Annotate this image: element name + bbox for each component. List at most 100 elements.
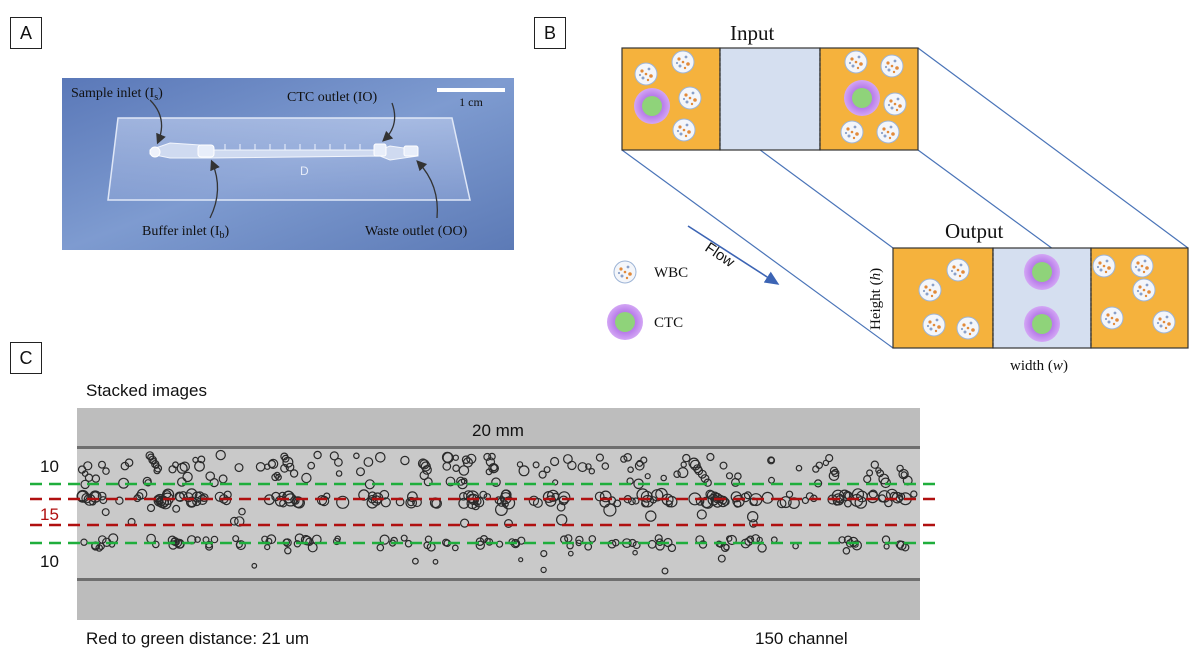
- particle: [234, 463, 244, 473]
- particle: [97, 460, 106, 469]
- particle: [301, 472, 312, 484]
- particle: [380, 497, 391, 508]
- particle: [172, 461, 179, 469]
- particle: [725, 472, 734, 480]
- particle: [504, 518, 514, 528]
- channel-wall-top: [77, 408, 920, 448]
- particle: [366, 496, 379, 509]
- particle: [432, 558, 439, 565]
- particle: [552, 479, 559, 486]
- particle: [238, 507, 246, 516]
- height-label: Height (h): [868, 268, 884, 330]
- particle: [282, 456, 294, 468]
- output-cross-section: [892, 247, 1189, 349]
- particle: [734, 472, 742, 481]
- particle: [458, 465, 470, 476]
- particle: [232, 535, 240, 543]
- particle: [124, 458, 134, 468]
- particle: [747, 511, 759, 523]
- particle: [281, 454, 290, 463]
- buffer-inlet-label: Buffer inlet (Ib): [142, 224, 230, 241]
- particle: [192, 496, 202, 507]
- particle: [463, 490, 475, 502]
- particle: [540, 566, 547, 574]
- particle: [831, 489, 845, 503]
- particle: [209, 478, 219, 488]
- particle: [694, 466, 704, 476]
- top-gap-label: 10: [40, 457, 59, 476]
- particle: [588, 468, 596, 475]
- particle: [856, 490, 868, 503]
- particle: [280, 463, 289, 473]
- particle: [585, 463, 592, 470]
- particle: [706, 452, 715, 462]
- wbc-cell: [840, 120, 864, 144]
- particle: [146, 503, 156, 513]
- particle: [115, 496, 124, 505]
- particle: [556, 514, 568, 526]
- particle: [235, 540, 243, 549]
- particle: [897, 492, 906, 501]
- particle: [205, 540, 213, 549]
- particle: [172, 504, 181, 513]
- particle: [698, 540, 708, 549]
- particle: [215, 449, 226, 461]
- particle: [896, 540, 907, 551]
- particle: [825, 454, 834, 463]
- particle: [400, 455, 410, 466]
- particle: [329, 451, 339, 461]
- particle: [599, 490, 612, 503]
- particle: [475, 540, 485, 550]
- particle: [108, 541, 116, 548]
- wbc-cell: [1132, 278, 1156, 302]
- particle: [595, 453, 605, 462]
- particle: [567, 460, 577, 471]
- particle: [910, 490, 918, 498]
- particle: [376, 543, 385, 552]
- particle: [266, 534, 277, 545]
- particle: [488, 452, 496, 461]
- particle: [726, 534, 738, 546]
- channel-label: 150 channel: [755, 629, 848, 648]
- particle: [97, 491, 107, 501]
- particle: [458, 497, 470, 509]
- particle: [176, 539, 185, 549]
- particle: [866, 469, 874, 477]
- scale-bar-label: 1 cm: [459, 95, 483, 109]
- wbc-cell: [844, 50, 868, 74]
- particle: [471, 502, 480, 511]
- particle: [271, 473, 280, 482]
- glass-chip: [107, 117, 471, 201]
- particle: [640, 490, 653, 503]
- particle: [540, 549, 548, 558]
- panel-a-label: A: [10, 17, 42, 49]
- ctc-cell: [634, 88, 670, 124]
- ctc-outlet-arrow: [382, 102, 396, 142]
- wbc-cell: [946, 258, 970, 282]
- particle: [374, 451, 386, 463]
- waste-outlet-label: Waste outlet (OO): [365, 224, 468, 239]
- particle: [491, 477, 501, 487]
- panel-b-label: B: [534, 17, 566, 49]
- particle: [335, 470, 343, 477]
- chip-mark: D: [300, 164, 309, 178]
- particle: [730, 491, 742, 503]
- particle: [379, 534, 390, 545]
- particle: [831, 468, 840, 478]
- input-cross-section: [621, 47, 919, 151]
- particle: [878, 490, 891, 503]
- particle: [275, 473, 282, 481]
- sample-inlet-arrow: [149, 99, 166, 145]
- sample-port: [149, 146, 161, 158]
- panel-a-chip-photo: D 1 cm Sample inlet (Is) CTC outlet (IO)…: [62, 78, 514, 250]
- wbc-cell: [678, 86, 702, 110]
- particle: [316, 495, 328, 506]
- particle: [135, 492, 144, 501]
- particle: [356, 467, 366, 477]
- particle: [577, 462, 588, 473]
- particle: [197, 455, 206, 464]
- particle: [632, 549, 638, 556]
- particle: [490, 463, 500, 473]
- particle: [838, 536, 846, 544]
- particle: [703, 478, 712, 487]
